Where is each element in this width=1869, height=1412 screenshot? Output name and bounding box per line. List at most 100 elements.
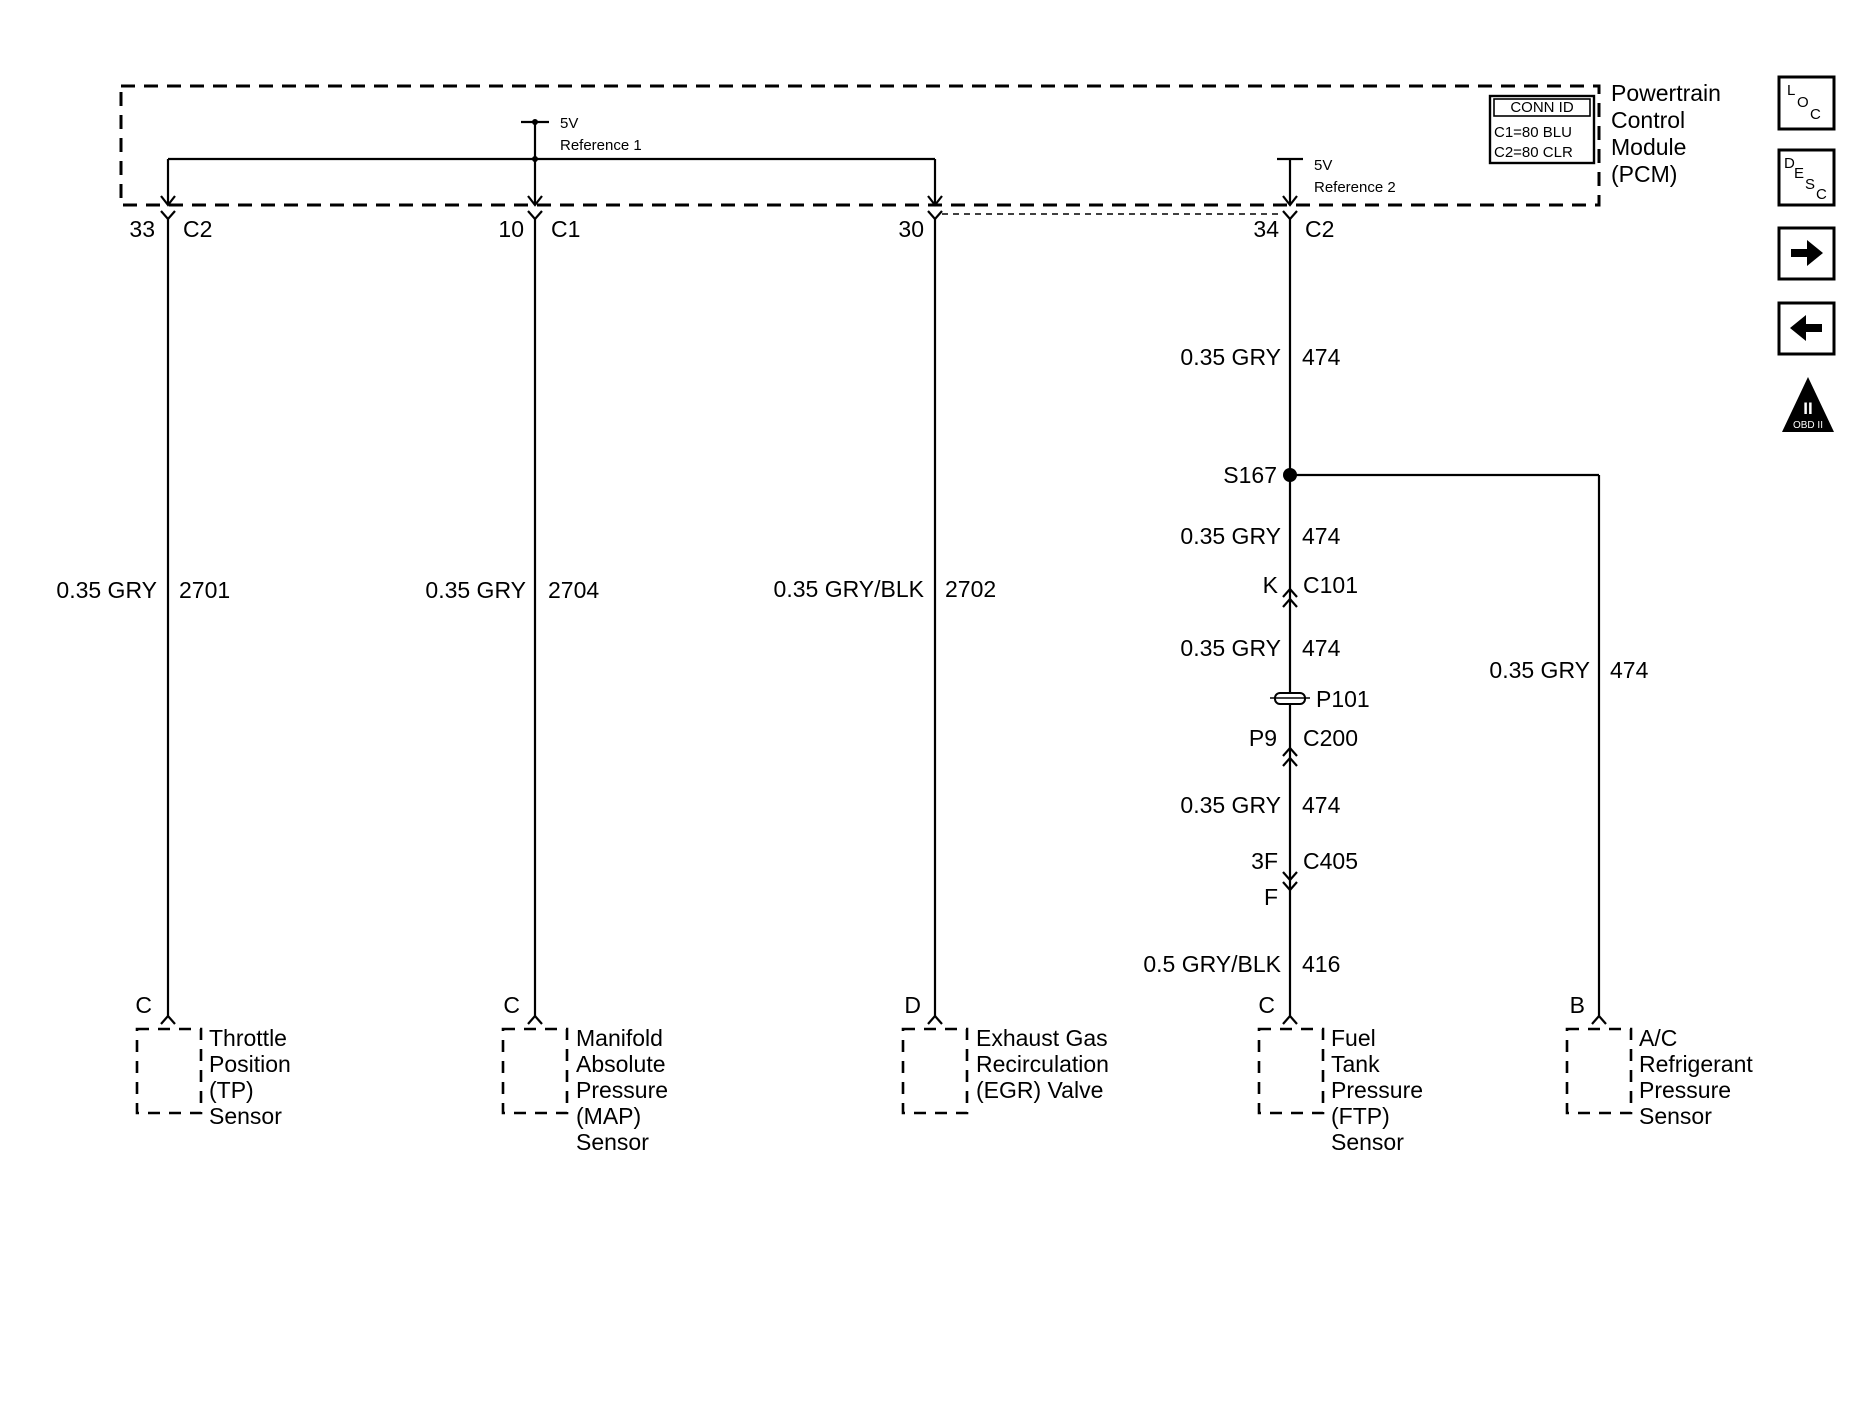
ref1-label: Reference 1 bbox=[560, 137, 642, 154]
map-pin: 10 bbox=[498, 216, 524, 242]
ftp-conn: C2 bbox=[1305, 216, 1334, 242]
egr-circuit-number: 2702 bbox=[945, 576, 996, 602]
reference-2-bus: 5V Reference 2 bbox=[1277, 157, 1396, 205]
tp-wire-color: 0.35 GRY bbox=[56, 577, 157, 603]
egr-sensor-pin: D bbox=[904, 992, 921, 1018]
c101-conn: C101 bbox=[1303, 572, 1358, 598]
ac-circuit-number: 474 bbox=[1610, 657, 1649, 683]
pcm-name-line: Module bbox=[1611, 134, 1686, 160]
obd-caption: OBD II bbox=[1793, 420, 1823, 431]
ftp-sensor-label: Sensor bbox=[1331, 1129, 1404, 1155]
c405-pin-top: 3F bbox=[1251, 848, 1278, 874]
ac-wire-color: 0.35 GRY bbox=[1489, 657, 1590, 683]
ac-sensor-pin: B bbox=[1570, 992, 1585, 1018]
c200-conn: C200 bbox=[1303, 725, 1358, 751]
ftp-seg2-circuit: 474 bbox=[1302, 523, 1341, 549]
conn-id-title: CONN ID bbox=[1510, 99, 1574, 116]
tp-sensor-label: Sensor bbox=[209, 1103, 282, 1129]
pcm-name: Powertrain Control Module (PCM) bbox=[1611, 80, 1721, 187]
tp-circuit: 33 C2 0.35 GRY 2701 C Throttle Position … bbox=[56, 210, 291, 1129]
obd-numeral: II bbox=[1803, 399, 1812, 418]
map-sensor-pin: C bbox=[503, 992, 520, 1018]
pcm-name-line: Control bbox=[1611, 107, 1685, 133]
desc-letter: E bbox=[1794, 165, 1804, 182]
ftp-sensor-box bbox=[1257, 1027, 1325, 1115]
loc-letter: O bbox=[1797, 94, 1809, 111]
ftp-sensor-pin: C bbox=[1258, 992, 1275, 1018]
ref2-voltage: 5V bbox=[1314, 157, 1332, 174]
tp-circuit-number: 2701 bbox=[179, 577, 230, 603]
egr-valve-label: Exhaust Gas bbox=[976, 1025, 1108, 1051]
ftp-sensor-label: (FTP) bbox=[1331, 1103, 1390, 1129]
desc-letter: C bbox=[1816, 186, 1827, 203]
obd-ii-icon[interactable]: II OBD II bbox=[1782, 377, 1834, 432]
map-wire-color: 0.35 GRY bbox=[425, 577, 526, 603]
c405-pin-bottom: F bbox=[1264, 884, 1278, 910]
map-sensor-label: Absolute bbox=[576, 1051, 666, 1077]
ftp-sensor-label: Fuel bbox=[1331, 1025, 1376, 1051]
conn-id-table: CONN ID C1=80 BLU C2=80 CLR bbox=[1488, 94, 1596, 165]
ftp-seg5-circuit: 416 bbox=[1302, 951, 1340, 977]
prev-arrow-icon[interactable] bbox=[1777, 301, 1836, 356]
tp-sensor-label: (TP) bbox=[209, 1077, 254, 1103]
ftp-sensor-label: Tank bbox=[1331, 1051, 1380, 1077]
ftp-seg5-color: 0.5 GRY/BLK bbox=[1143, 951, 1281, 977]
reference-1-bus: 5V Reference 1 bbox=[166, 115, 937, 205]
ac-sensor-box bbox=[1565, 1027, 1633, 1115]
ftp-seg3-color: 0.35 GRY bbox=[1180, 635, 1281, 661]
egr-valve-box bbox=[901, 1027, 969, 1115]
ref1-voltage: 5V bbox=[560, 115, 578, 132]
c405-conn: C405 bbox=[1303, 848, 1358, 874]
egr-pin: 30 bbox=[898, 216, 924, 242]
ftp-seg2-color: 0.35 GRY bbox=[1180, 523, 1281, 549]
egr-valve-label: (EGR) Valve bbox=[976, 1077, 1103, 1103]
p101-label: P101 bbox=[1316, 686, 1370, 712]
ac-sensor-label: Sensor bbox=[1639, 1103, 1712, 1129]
c200-pin: P9 bbox=[1249, 725, 1277, 751]
desc-icon[interactable]: D E S C bbox=[1777, 148, 1836, 207]
map-circuit-number: 2704 bbox=[548, 577, 599, 603]
map-sensor-label: Sensor bbox=[576, 1129, 649, 1155]
pcm-name-line: Powertrain bbox=[1611, 80, 1721, 106]
desc-letter: D bbox=[1784, 155, 1795, 172]
map-circuit: 10 C1 0.35 GRY 2704 C Manifold Absolute … bbox=[425, 210, 668, 1155]
pcm-name-line: (PCM) bbox=[1611, 161, 1677, 187]
ac-sensor-label: Pressure bbox=[1639, 1077, 1731, 1103]
ftp-seg4-circuit: 474 bbox=[1302, 792, 1341, 818]
pin-arrows bbox=[160, 195, 1298, 207]
ftp-seg1-color: 0.35 GRY bbox=[1180, 344, 1281, 370]
map-sensor-label: (MAP) bbox=[576, 1103, 641, 1129]
tp-pin: 33 bbox=[129, 216, 155, 242]
loc-icon[interactable]: L O C bbox=[1777, 75, 1836, 131]
tp-sensor-pin: C bbox=[135, 992, 152, 1018]
egr-wire-color: 0.35 GRY/BLK bbox=[774, 576, 925, 602]
pcm-boundary bbox=[119, 84, 1601, 207]
loc-letter: C bbox=[1810, 106, 1821, 123]
ac-circuit: 0.35 GRY 474 B A/C Refrigerant Pressure … bbox=[1290, 473, 1753, 1129]
next-arrow-icon[interactable] bbox=[1777, 226, 1836, 281]
ftp-pin: 34 bbox=[1253, 216, 1279, 242]
tp-sensor-label: Position bbox=[209, 1051, 291, 1077]
ftp-circuit: 34 C2 0.35 GRY 474 S167 0.35 GRY 474 K C… bbox=[1143, 210, 1423, 1155]
map-conn: C1 bbox=[551, 216, 580, 242]
splice-label: S167 bbox=[1223, 462, 1277, 488]
ftp-seg1-circuit: 474 bbox=[1302, 344, 1341, 370]
ftp-seg4-color: 0.35 GRY bbox=[1180, 792, 1281, 818]
conn-id-c1: C1=80 BLU bbox=[1494, 124, 1572, 141]
egr-valve-label: Recirculation bbox=[976, 1051, 1109, 1077]
ref2-label: Reference 2 bbox=[1314, 179, 1396, 196]
map-sensor-label: Manifold bbox=[576, 1025, 663, 1051]
egr-circuit: 30 0.35 GRY/BLK 2702 D Exhaust Gas Recir… bbox=[774, 210, 1109, 1115]
conn-id-c2: C2=80 CLR bbox=[1494, 144, 1573, 161]
tp-sensor-label: Throttle bbox=[209, 1025, 287, 1051]
map-sensor-box bbox=[501, 1027, 569, 1115]
ac-sensor-label: Refrigerant bbox=[1639, 1051, 1753, 1077]
ac-sensor-label: A/C bbox=[1639, 1025, 1677, 1051]
tp-sensor-box bbox=[135, 1027, 203, 1115]
desc-letter: S bbox=[1805, 176, 1815, 193]
ftp-sensor-label: Pressure bbox=[1331, 1077, 1423, 1103]
map-sensor-label: Pressure bbox=[576, 1077, 668, 1103]
loc-letter: L bbox=[1787, 82, 1795, 99]
tp-conn: C2 bbox=[183, 216, 212, 242]
